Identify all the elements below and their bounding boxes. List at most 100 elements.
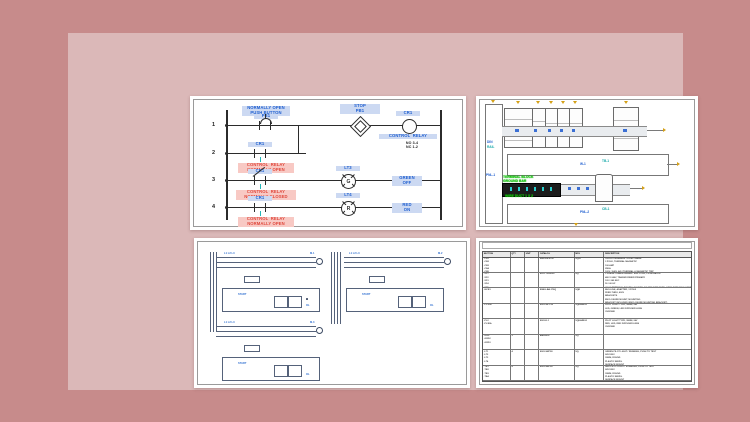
circuitB-phase-l3 [344,267,444,268]
bom-cell-description: PILOT LIGHT TYPE, 30MM, 24V LED, GREEN, … [604,304,691,318]
bom-cell-unit [525,350,540,365]
bom-cell-text: SQ [575,366,579,369]
panel-enclosure-strip [485,104,503,224]
terminal-pin-3 [526,187,528,191]
bom-cell-qty: 3 [511,334,525,350]
bus-line-2 [213,252,214,332]
bom-col-section-label: SECTION [483,253,494,256]
bom-cell-description: GREEN PILOT LIGHT / RUNNING, PUSH TO TES… [604,350,691,365]
lt4-tag: LT4 [336,192,360,198]
bom-cell-text: -PL2 -PL3EA [483,319,492,326]
bom-header-row: SECTION QTY UNIT CATALOG MFG DESCRIPTION [483,252,691,258]
bom-cell-section: -CB1 -CB2 -CB3 -CB4 -CB5 -CB6 -CB7 [483,257,511,272]
circuitB-aux-box-2 [412,296,426,308]
circuitB-ol-label: OL [430,304,434,307]
cr1-r4-tag: CR1 [248,195,272,201]
bom-cell-text: SQD [575,288,581,291]
bom-cell-text: -PL1EA [483,304,492,307]
rung-3-wire [226,180,441,182]
bus-line-3 [216,252,217,332]
bom-col-qty-label: QTY [511,253,516,256]
bom-cell-unit [525,334,540,350]
band2-dev-tag: CB-1 [602,207,610,211]
bom-cell-description: PILOT LIGHT TYPE, 30MM, 24V RED, LED, RE… [604,319,691,333]
pushbutton-arc-icon [260,118,272,124]
bom-cell-text: SQ [575,273,579,276]
circuitC-contactor-coil-box [244,345,260,352]
slide-canvas: 1 NORMALLY OPEN PUSH BUTTON PB1 STOP PB1… [68,33,698,390]
sheet-border [479,241,695,385]
bom-cell-mfg: SQ [575,365,605,380]
lt3-tag: LT3 [336,165,360,171]
bom-cell-text: 4 [511,366,513,369]
bom-cell-mfg: SQ [575,350,605,365]
left-power-rail [226,110,228,220]
circuitC-device-tag: L1 L2 L3 [224,321,235,324]
bom-cell-text: PILOT LIGHT TYPE, 30MM, 24V LED, GREEN, … [605,304,643,313]
cr1-coil-desc: CONTROL RELAY [379,133,437,139]
bom-cell-text: 9001-SKP38 [539,366,553,369]
sheet-bill-of-materials[interactable]: SECTION QTY UNIT CATALOG MFG DESCRIPTION… [476,238,698,388]
lt4-red-lamp: R [341,201,356,216]
rail-marker-d [560,129,563,132]
cr1-r2-no-contact [254,149,267,158]
bom-cell-text: -XF1 -XF2 -XF3 -XF4 -XF5 [483,273,489,287]
bom-col-desc-label: DESCRIPTION [605,253,620,256]
band1-arrow-icon [677,162,680,166]
center-bus-3 [337,252,338,324]
bom-cell-text: 9001-SKP38 [539,350,553,353]
bom-cell-description: RED PILOT LIGHT / STANDING, PUSH TO TEST… [604,366,691,380]
circuitA-motor-tag: M-1 [310,252,315,255]
circuitC-motor [316,327,323,334]
circuitB-motor-tag: M-2 [438,252,443,255]
callout-arrow-2-icon [536,101,540,104]
bom-cell-qty: 4 [511,350,525,365]
bom-cell-unit [525,365,540,380]
sheet-ladder-logic[interactable]: 1 NORMALLY OPEN PUSH BUTTON PB1 STOP PB1… [190,96,466,230]
lt3-green-lamp: G [341,174,356,189]
din-rail-note2: RAIL [487,145,495,149]
bom-col-unit-label: UNIT [525,253,531,256]
band1-lead [667,164,677,165]
bom-cell-catalog: 9070-TF500D1 [539,272,575,288]
rail-marker-b [534,129,537,132]
bom-table[interactable]: SECTION QTY UNIT CATALOG MFG DESCRIPTION… [482,251,692,382]
bom-cell-unit [525,303,540,319]
lt4-letter: R [344,204,353,213]
bom-cell-text: SQ-D [575,258,581,260]
table-row[interactable]: -XF1 -XF2 -XF3 -XF4 -XF5 9070-TF500D1 SQ 3 … [483,272,691,289]
bom-cell-description: 3 PHASE TRANSFORMER / MULTI-TAP, 5 KVA R… [604,273,691,287]
rung-2-node-left [224,151,228,155]
bom-col-catalog-label: CATALOG [539,253,550,256]
bom-cell-mfg: SQ-D [575,257,605,272]
cr1-r4-desc: CONTROL RELAY NORMALLY OPEN [238,216,294,227]
circuitA-phase-l2 [216,262,316,263]
terminal-green-note-bottom: WIRE DUCT 1 X 2 [505,194,534,198]
rung-1-wire [226,125,441,127]
sheet-panel-layout[interactable]: DIN RAIL PNL-1 [476,96,698,230]
terminal-pin-5 [542,187,544,191]
bom-cell-unit [525,288,540,303]
circuitB-motor [444,258,451,265]
bom-cell-text: 3 [511,335,513,338]
cr1-r3-nc-contact [252,166,267,185]
callout-arrow-0-icon [491,100,495,103]
bom-cell-text: 9070-TF500D1 [539,273,555,276]
table-row[interactable]: -CB1 -CB2 -CB3 -CB4 -CB5 -CB6 -CB7NSX100… [483,257,691,273]
device-7-supply [595,174,613,202]
rung-1-number: 1 [212,122,216,128]
ladder-diagram: 1 NORMALLY OPEN PUSH BUTTON PB1 STOP PB1… [190,96,466,230]
bom-cell-mfg: SQD [575,288,605,303]
circuitC-aux-box-2 [288,365,302,377]
bom-cell-section: -TB1 -TB2 -TB3 -TB4 [483,365,511,380]
bom-cell-qty [511,319,525,334]
center-bus-4 [340,252,341,324]
center-bus-1 [331,252,332,324]
sheet-motor-schematic[interactable]: L1 L2 L3 M-1 START OL L1 L2 L3 M-2 START [194,238,470,388]
